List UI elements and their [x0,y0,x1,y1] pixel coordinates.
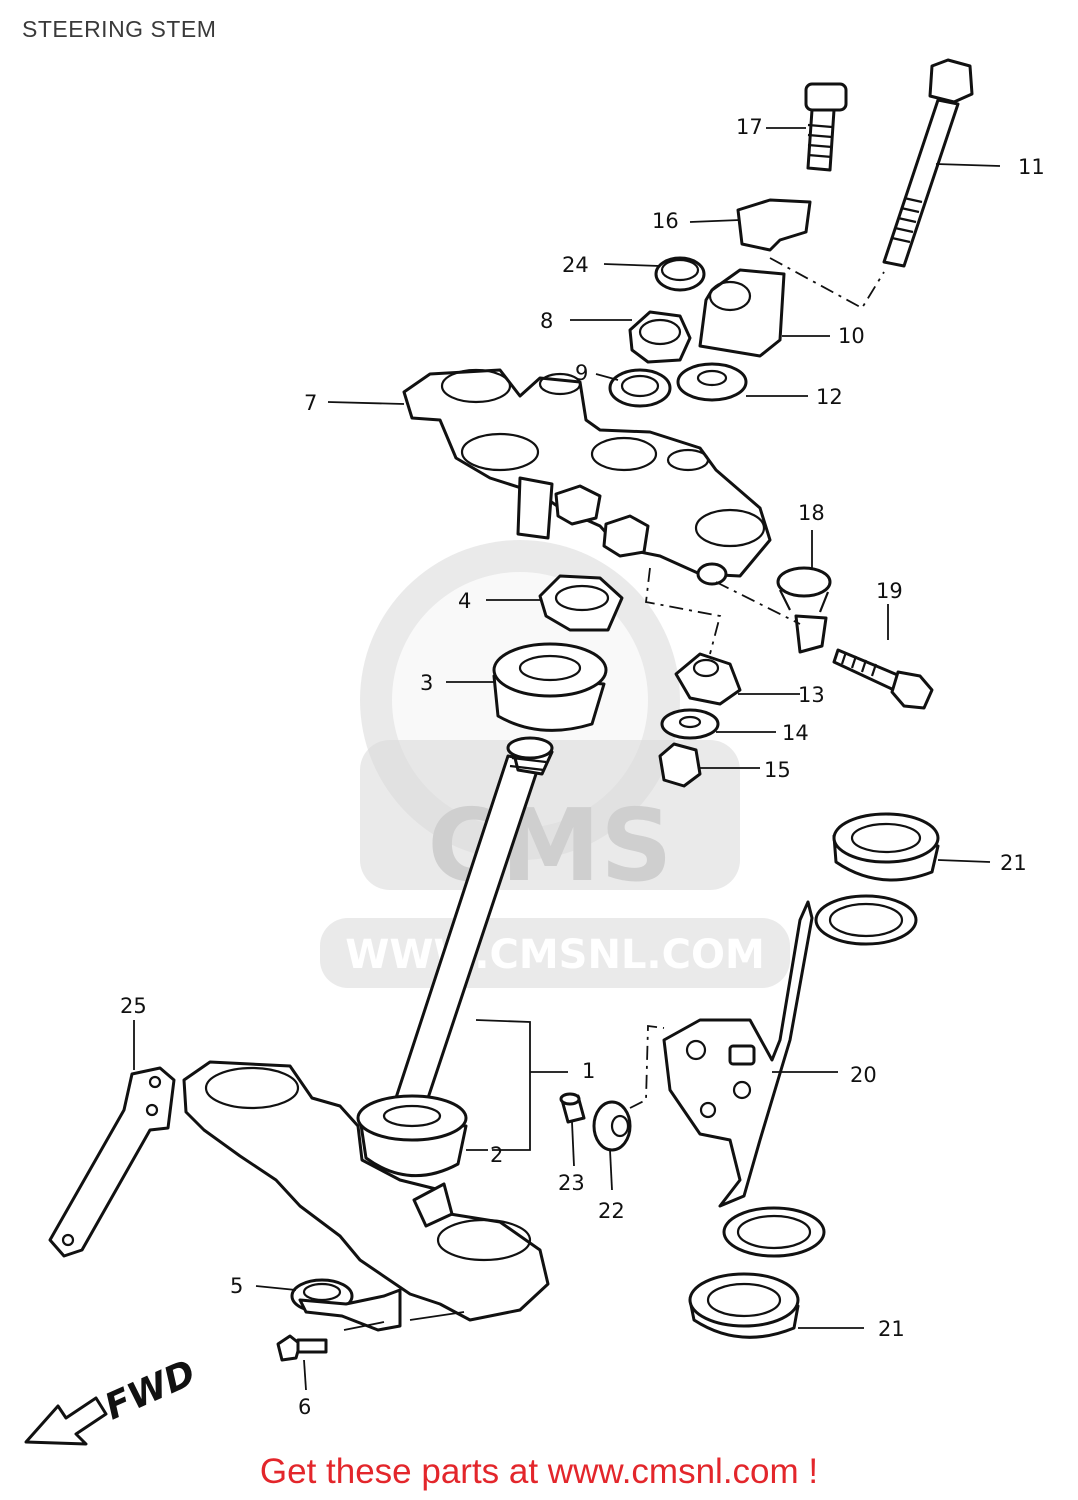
part-23-collar [559,1092,586,1124]
callout-21-lower: 21 [878,1317,905,1341]
part-16-clamp [736,198,812,252]
part-14-washer [660,708,720,740]
callout-13: 13 [798,683,825,707]
callout-24: 24 [562,253,589,277]
part-9-washer [608,368,672,408]
callout-10: 10 [838,324,865,348]
callout-4: 4 [458,589,471,613]
callout-15: 15 [764,758,791,782]
callout-12: 12 [816,385,843,409]
callout-14: 14 [782,721,809,745]
callout-7: 7 [304,391,317,415]
part-4-nut [538,574,624,632]
part-6-screw [276,1334,328,1362]
part-22-damper [592,1100,632,1152]
part-21-seal-upper [832,812,940,882]
alignment-lines [629,257,885,1109]
part-24-cap [654,256,706,292]
part-3-bearing [492,642,608,732]
part-15-nut [658,742,702,788]
page-title: STEERING STEM [22,16,217,42]
fwd-arrow-icon: FWD [24,1352,202,1446]
part-18-clip [776,566,832,654]
part-7-upper-bracket [402,368,772,586]
fwd-label: FWD [99,1352,202,1428]
part-11-long-bolt [882,58,974,268]
part-13-cushion [674,652,742,706]
callout-5: 5 [230,1274,243,1298]
callout-2: 2 [490,1143,503,1167]
callout-9: 9 [575,361,588,385]
callout-11: 11 [1018,155,1045,179]
footer-shop-link[interactable]: Get these parts at www.cmsnl.com ! [259,1452,819,1491]
callout-labels: 17 11 16 24 8 10 9 12 7 18 19 4 3 13 14 … [120,115,1045,1419]
callout-8: 8 [540,309,553,333]
callout-17: 17 [736,115,763,139]
callout-18: 18 [798,501,825,525]
callout-6: 6 [298,1395,311,1419]
part-17-bolt [804,82,848,172]
callout-16: 16 [652,209,679,233]
callout-19: 19 [876,579,903,603]
part-21-seal-lower [688,1272,800,1339]
callout-3: 3 [420,671,433,695]
callout-25: 25 [120,994,147,1018]
watermark-url: WWW.CMSNL.COM [345,932,765,978]
part-2-bearing [356,1094,468,1178]
footer-banner: Get these parts at www.cmsnl.com ! [0,1452,1078,1492]
part-19-bolt [832,648,934,710]
lower-bracket [182,1060,550,1322]
part-10-holder [698,268,786,358]
callout-1: 1 [582,1059,595,1083]
callout-22: 22 [598,1199,625,1223]
part-25-stay [48,1066,176,1258]
callout-20: 20 [850,1063,877,1087]
part-20-bracket [662,894,918,1258]
leader-lines [133,127,1001,1391]
callout-21-upper: 21 [1000,851,1027,875]
part-8-nut [628,310,692,364]
part-12-cushion [676,362,748,402]
part-5-cap [290,1278,402,1332]
callout-23: 23 [558,1171,585,1195]
